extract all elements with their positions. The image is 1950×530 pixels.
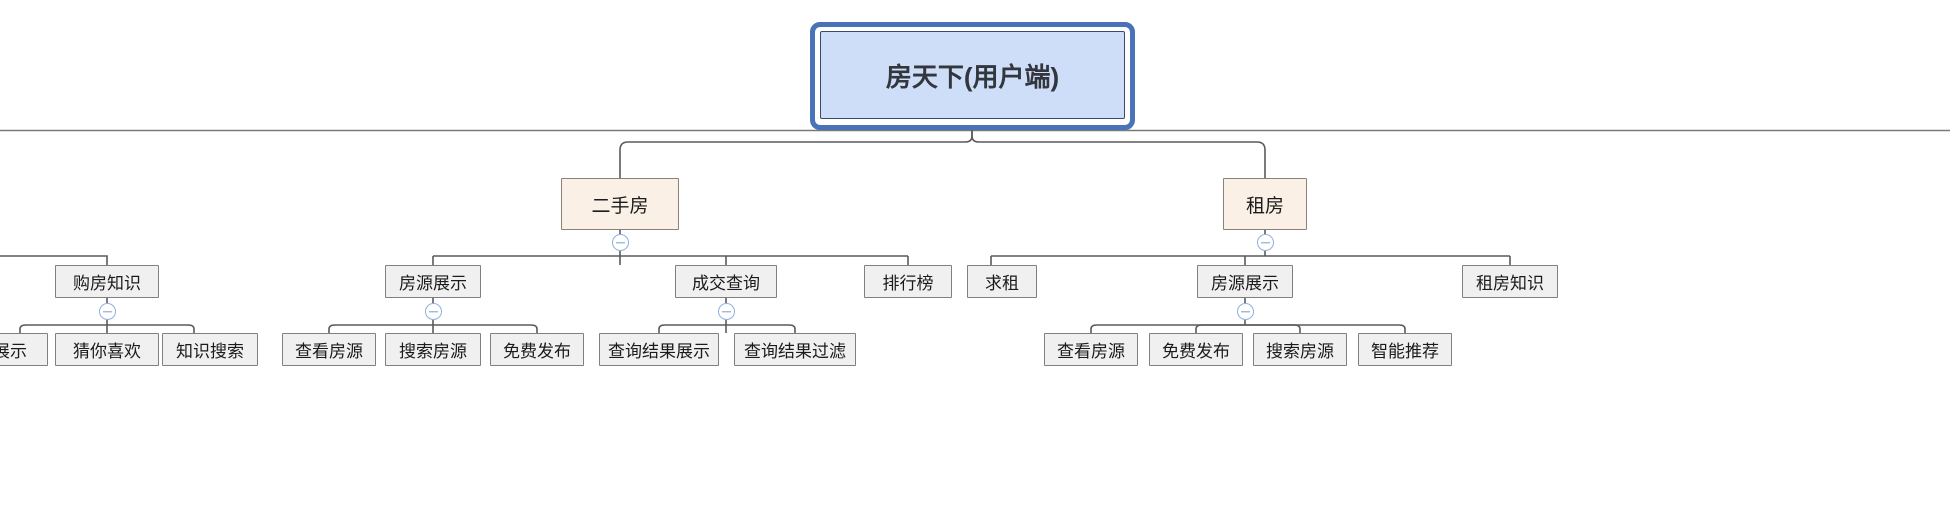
leaf-free-publish-sale[interactable]: 免费发布 (490, 333, 584, 366)
node-second-hand-house[interactable]: 二手房 (561, 178, 679, 230)
collapse-toggle-transaction-query[interactable] (717, 303, 735, 320)
node-listing-display-sale[interactable]: 房源展示 (385, 265, 481, 298)
collapse-toggle-buying-knowledge[interactable] (98, 303, 116, 320)
leaf-search-listings-sale[interactable]: 搜索房源 (385, 333, 481, 366)
leaf-knowledge-search[interactable]: 知识搜索 (162, 333, 258, 366)
node-seek-rental[interactable]: 求租 (967, 265, 1037, 298)
collapse-toggle-listing-display-rent[interactable] (1236, 303, 1254, 320)
node-buying-knowledge[interactable]: 购房知识 (55, 265, 159, 298)
collapse-toggle-second-hand-house[interactable] (611, 234, 629, 251)
node-rental-knowledge[interactable]: 租房知识 (1462, 265, 1558, 298)
node-root[interactable]: 房天下(用户端) (820, 31, 1125, 119)
node-ranking-list[interactable]: 排行榜 (864, 265, 952, 298)
leaf-view-listings-sale[interactable]: 查看房源 (282, 333, 376, 366)
leaf-query-result-display[interactable]: 查询结果展示 (599, 333, 719, 366)
leaf-display[interactable]: 展示 (0, 333, 48, 366)
node-transaction-query[interactable]: 成交查询 (675, 265, 777, 298)
leaf-guess-you-like[interactable]: 猜你喜欢 (55, 333, 159, 366)
node-listing-display-rent[interactable]: 房源展示 (1197, 265, 1293, 298)
leaf-search-listings-rent[interactable]: 搜索房源 (1253, 333, 1347, 366)
leaf-free-publish-rent[interactable]: 免费发布 (1149, 333, 1243, 366)
leaf-smart-recommend[interactable]: 智能推荐 (1358, 333, 1452, 366)
node-rental[interactable]: 租房 (1223, 178, 1307, 230)
collapse-toggle-listing-display-sale[interactable] (424, 303, 442, 320)
leaf-query-result-filter[interactable]: 查询结果过滤 (734, 333, 856, 366)
leaf-view-listings-rent[interactable]: 查看房源 (1044, 333, 1138, 366)
collapse-toggle-rental[interactable] (1256, 234, 1274, 251)
